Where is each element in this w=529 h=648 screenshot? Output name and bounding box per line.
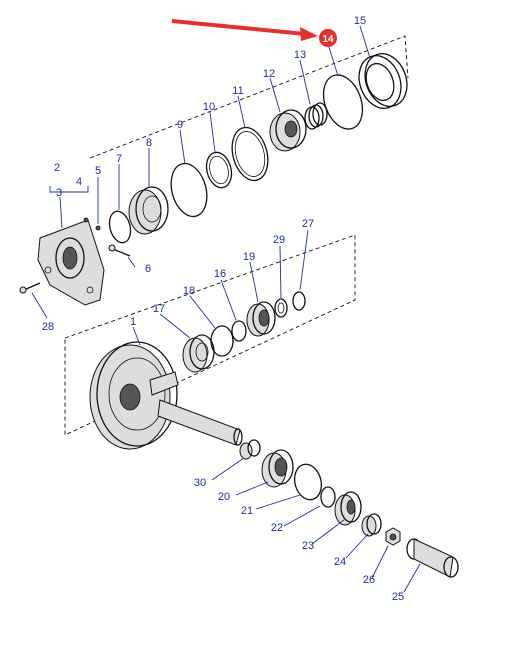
part-17-seal[interactable] bbox=[182, 334, 215, 373]
callout-15[interactable]: 15 bbox=[354, 15, 366, 27]
callout-5[interactable]: 5 bbox=[95, 165, 101, 177]
part-6-bolt[interactable] bbox=[108, 244, 131, 257]
part-27-ring[interactable] bbox=[292, 291, 306, 311]
callout-25[interactable]: 25 bbox=[392, 591, 404, 603]
callout-19[interactable]: 19 bbox=[243, 251, 255, 263]
part-10-ring[interactable] bbox=[203, 150, 235, 191]
part-26-nut[interactable] bbox=[385, 527, 401, 546]
highlight-arrow bbox=[171, 19, 318, 41]
part-21-ring[interactable] bbox=[291, 461, 325, 503]
callout-20[interactable]: 20 bbox=[218, 491, 230, 503]
part-20-bearing[interactable] bbox=[261, 449, 294, 488]
part-25-shaft[interactable] bbox=[406, 538, 459, 578]
callout-28[interactable]: 28 bbox=[42, 321, 54, 333]
callout-2[interactable]: 2 bbox=[54, 162, 60, 174]
part-8-piston[interactable] bbox=[128, 186, 169, 235]
callout-18[interactable]: 18 bbox=[183, 285, 195, 297]
assembly-boundary bbox=[64, 35, 409, 436]
part-13-spring[interactable] bbox=[304, 102, 328, 130]
callout-29[interactable]: 29 bbox=[273, 234, 285, 246]
callout-16[interactable]: 16 bbox=[214, 268, 226, 280]
callout-23[interactable]: 23 bbox=[302, 540, 314, 552]
callout-12[interactable]: 12 bbox=[263, 68, 275, 80]
part-30-sleeve[interactable] bbox=[239, 439, 261, 460]
part-12-gear[interactable] bbox=[269, 109, 307, 152]
part-22-ring[interactable] bbox=[320, 486, 336, 508]
part-11-ring[interactable] bbox=[227, 124, 274, 185]
part-24-spacer[interactable] bbox=[361, 513, 382, 537]
part-7-ring[interactable] bbox=[106, 209, 134, 245]
callout-17[interactable]: 17 bbox=[153, 303, 165, 315]
part-5-pin[interactable] bbox=[95, 225, 101, 231]
callout-8[interactable]: 8 bbox=[146, 137, 152, 149]
part-29-ring[interactable] bbox=[274, 298, 288, 318]
callout-27[interactable]: 27 bbox=[302, 218, 314, 230]
callout-6[interactable]: 6 bbox=[145, 263, 151, 275]
callout-numbers: 15 13 12 11 10 9 8 7 2 5 4 3 6 27 29 19 … bbox=[42, 15, 404, 603]
callout-14-label: 14 bbox=[322, 34, 334, 45]
callout-13[interactable]: 13 bbox=[294, 49, 306, 61]
callout-24[interactable]: 24 bbox=[334, 556, 346, 568]
part-4-pin[interactable] bbox=[83, 217, 89, 223]
callout-9[interactable]: 9 bbox=[177, 119, 183, 131]
part-15-seal[interactable] bbox=[352, 48, 414, 114]
callout-22[interactable]: 22 bbox=[271, 522, 283, 534]
callout-4[interactable]: 4 bbox=[76, 176, 82, 188]
callout-1[interactable]: 1 bbox=[130, 316, 136, 328]
part-1-hub-shaft[interactable] bbox=[89, 341, 243, 450]
callout-21[interactable]: 21 bbox=[241, 505, 253, 517]
part-28-bolt[interactable] bbox=[19, 282, 41, 294]
callout-11[interactable]: 11 bbox=[232, 85, 243, 97]
part-3-housing[interactable] bbox=[37, 219, 105, 306]
callout-30[interactable]: 30 bbox=[194, 477, 206, 489]
leader-lines bbox=[31, 25, 421, 593]
callout-3[interactable]: 3 bbox=[56, 187, 62, 199]
part-23-bearing[interactable] bbox=[334, 491, 362, 526]
part-19-bearing[interactable] bbox=[246, 301, 276, 337]
callout-14-highlight[interactable]: 14 bbox=[319, 29, 337, 47]
part-16-ring[interactable] bbox=[231, 320, 247, 342]
part-9-ring[interactable] bbox=[166, 160, 213, 221]
part-14-oring[interactable] bbox=[317, 70, 370, 135]
callout-26[interactable]: 26 bbox=[363, 574, 375, 586]
callout-7[interactable]: 7 bbox=[116, 153, 122, 165]
callout-10[interactable]: 10 bbox=[203, 101, 215, 113]
